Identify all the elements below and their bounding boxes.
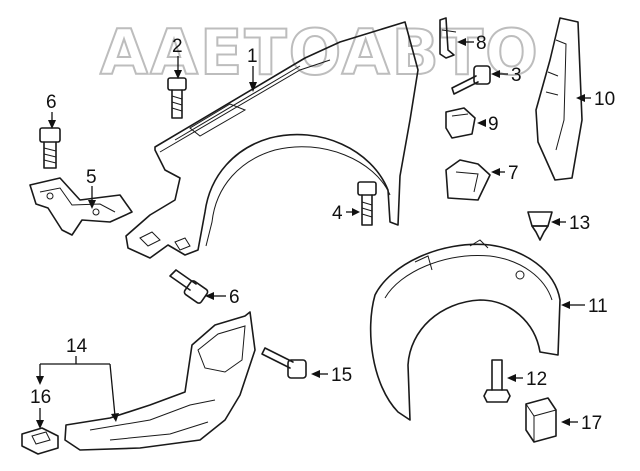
bolt-12 (483, 359, 511, 403)
leader-lines (36, 38, 591, 429)
callout-10: 10 (594, 89, 615, 110)
callout-5: 5 (86, 167, 97, 188)
callout-13: 13 (569, 213, 590, 234)
callout-2: 2 (172, 36, 183, 57)
callout-7: 7 (508, 163, 519, 184)
callout-8: 8 (476, 33, 487, 54)
clip-8 (439, 17, 457, 59)
callout-6b: 6 (229, 287, 240, 308)
fender-panel (125, 21, 419, 259)
callout-numbers: 1 2 3 4 5 6 6 7 8 9 10 11 12 13 14 15 16… (30, 33, 615, 434)
fender-liner (369, 239, 561, 421)
clip-9 (445, 107, 476, 139)
callout-11: 11 (588, 296, 608, 317)
bolt-15 (261, 347, 307, 379)
bolt-3 (451, 65, 491, 95)
retainer-7 (445, 159, 491, 201)
callout-17: 17 (581, 413, 602, 434)
callout-15: 15 (331, 365, 352, 386)
callout-14: 14 (66, 336, 88, 357)
bolt-4 (357, 181, 377, 226)
callout-9: 9 (488, 114, 499, 135)
bolt-6-upper (39, 127, 61, 169)
callout-6a: 6 (46, 92, 57, 113)
callout-4: 4 (332, 203, 343, 224)
callout-12: 12 (526, 369, 547, 390)
clip-13 (527, 211, 553, 241)
block-17 (525, 397, 557, 443)
splash-shield (64, 311, 256, 451)
callout-1: 1 (247, 46, 258, 67)
fender-bracket (29, 177, 133, 236)
callout-16: 16 (30, 387, 51, 408)
bolt-2 (167, 77, 187, 119)
clip-16 (21, 427, 59, 455)
callout-3: 3 (511, 65, 522, 86)
bolt-6-lower (169, 269, 209, 304)
seal-10 (535, 17, 583, 181)
